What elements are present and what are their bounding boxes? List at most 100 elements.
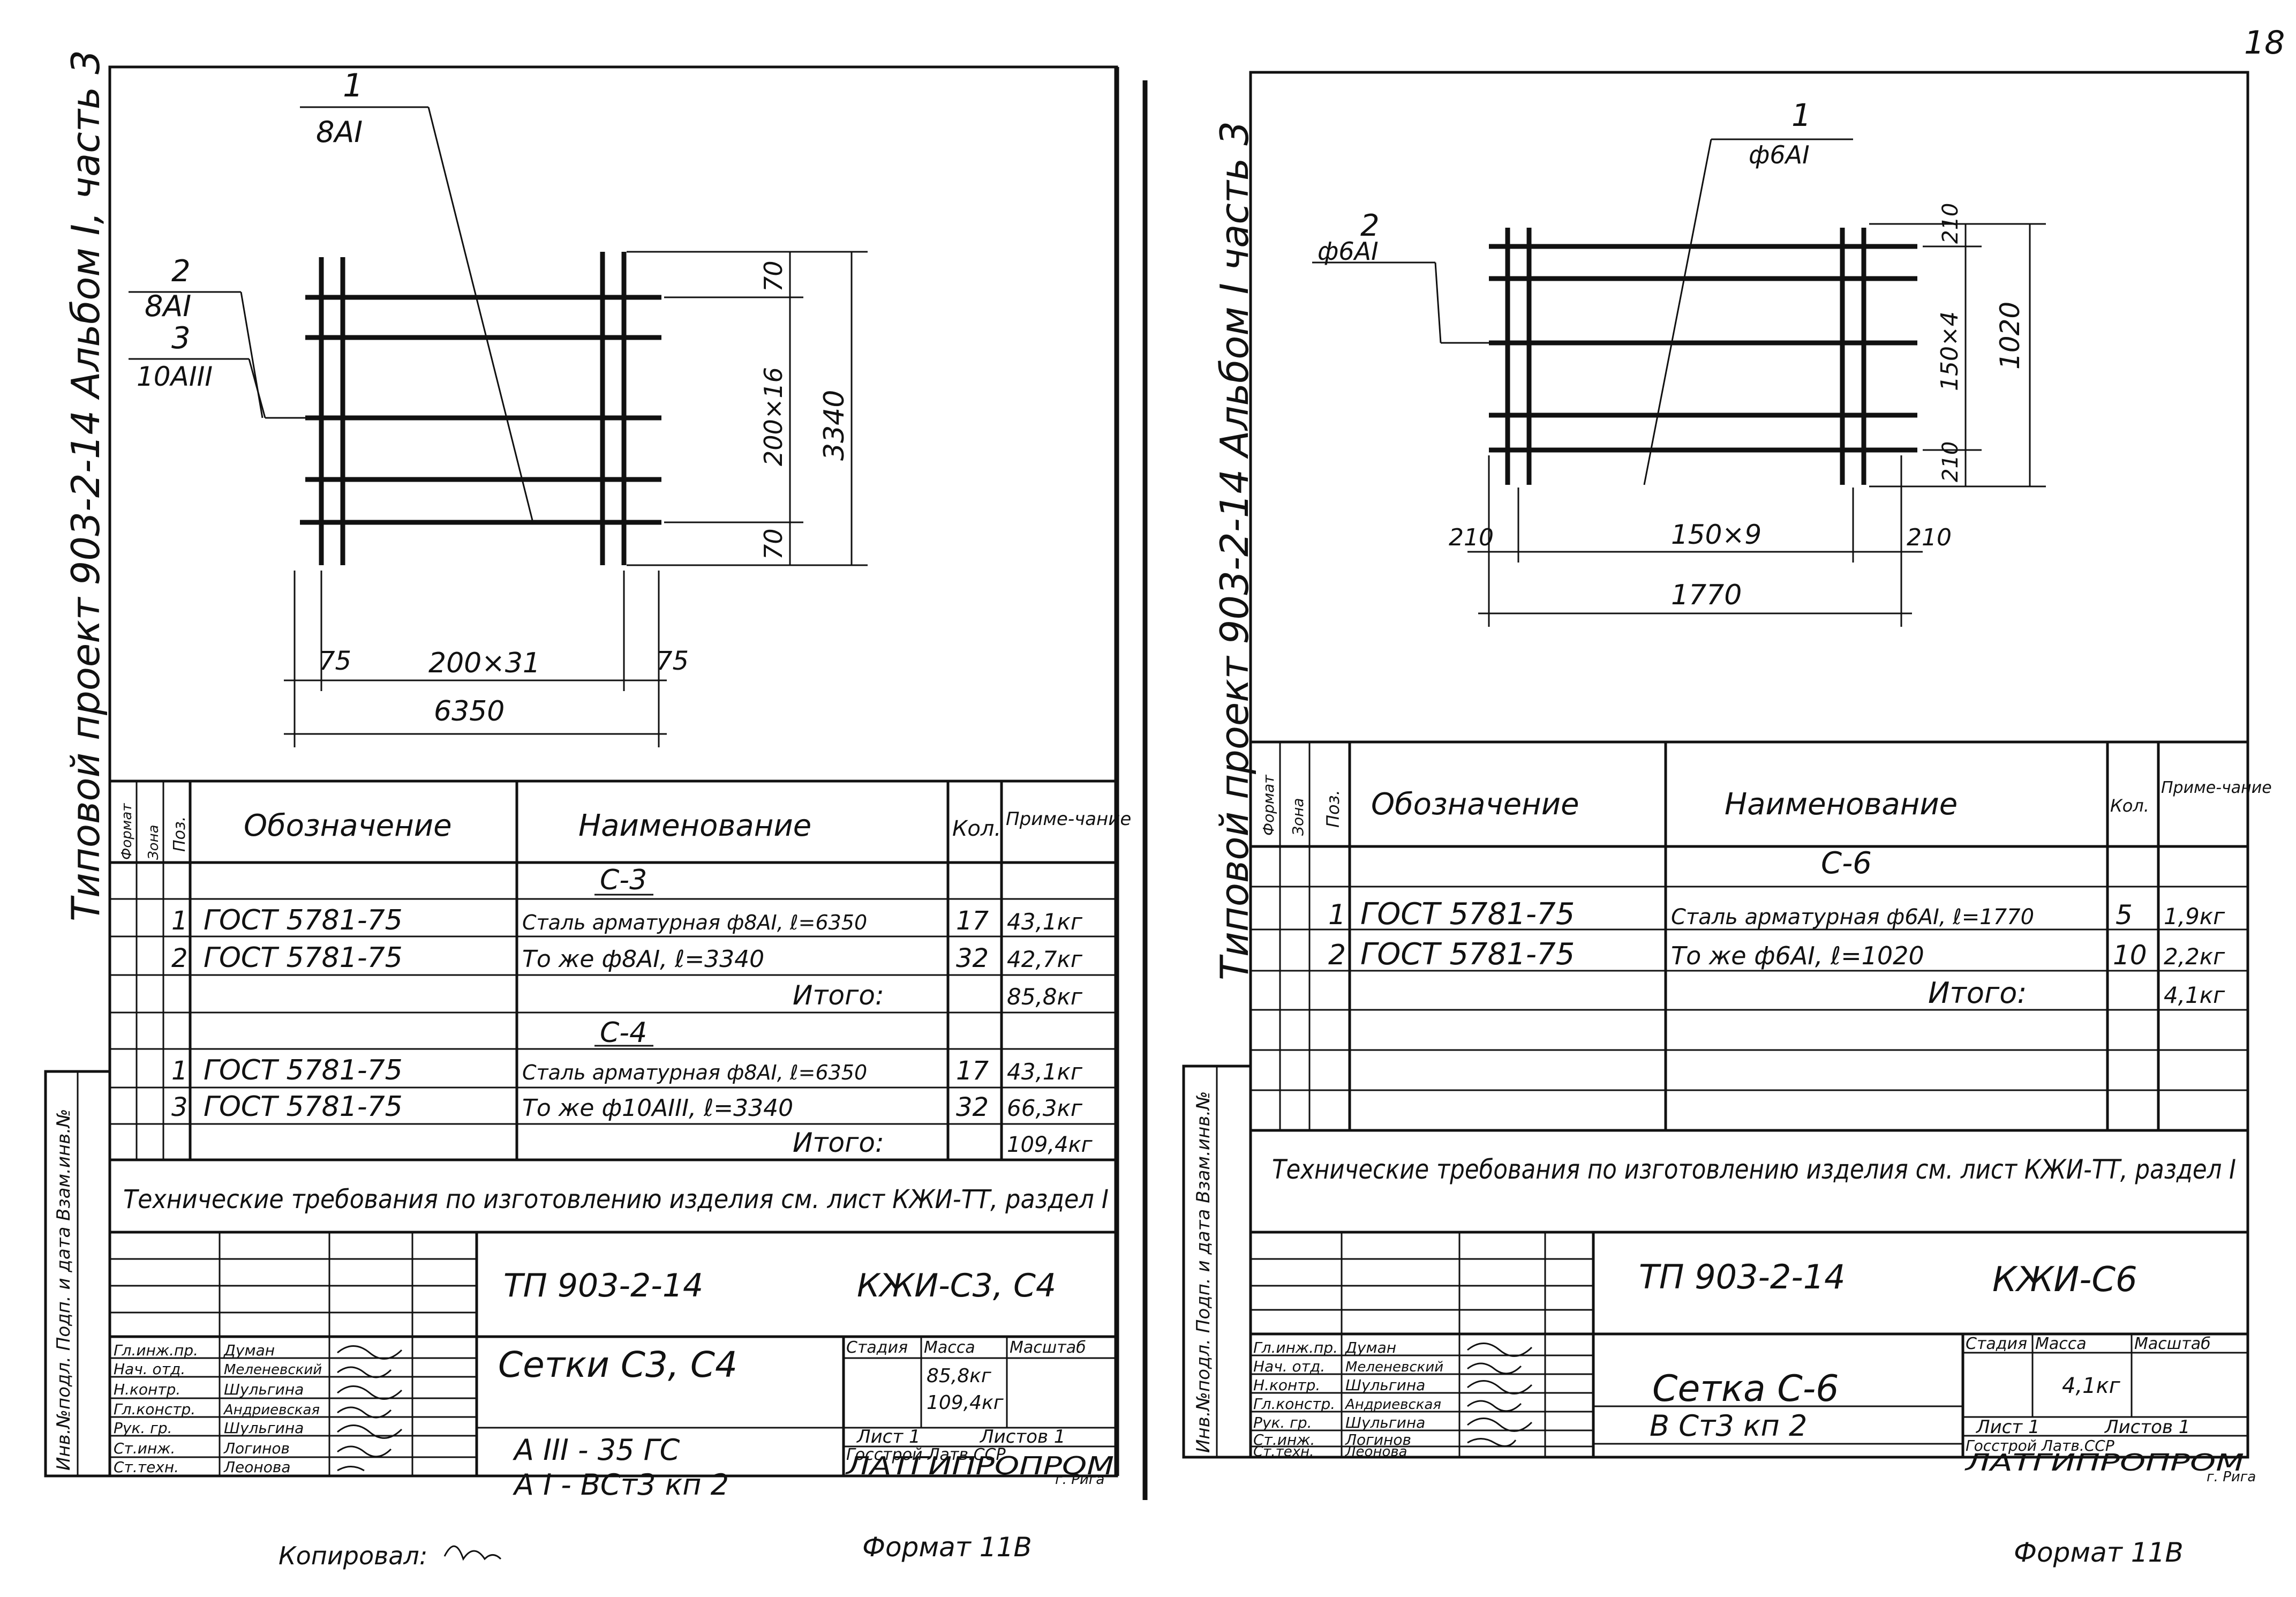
right-side-title: Типовой проект 903-2-14 Альбом I часть 3	[1212, 121, 1257, 980]
left-tb-name-2: Меленевский	[224, 1362, 322, 1378]
right-tb-name-6: Логинов	[1345, 1431, 1411, 1449]
right-row2-name: То же ф6AI, ℓ=1020	[1671, 941, 1924, 970]
left-tb-role-7: Ст.техн.	[114, 1458, 179, 1476]
left-group1: С-3	[600, 864, 647, 896]
right-row1-designation: ГОСТ 5781-75	[1360, 897, 1575, 932]
right-dim-210-bot: 210	[1938, 441, 1963, 482]
left-row4-qty: 32	[956, 1092, 989, 1122]
left-tb-role-4: Гл.констр.	[114, 1400, 195, 1418]
left-dim-75-left: 75	[319, 646, 351, 676]
right-row1-name: Сталь арматурная ф6AI, ℓ=1770	[1671, 905, 2034, 929]
left-row4-note: 66,3кг	[1007, 1095, 1083, 1121]
left-tb-org1: Госстрой Латв.ССР	[846, 1445, 1006, 1464]
left-dim-total-h: 3340	[818, 390, 850, 461]
right-th-pos: Поз.	[1323, 790, 1343, 828]
right-signatures	[1467, 1343, 1533, 1447]
left-tb-role-3: Н.контр.	[114, 1381, 180, 1398]
left-tb-material2: A I - ВСт3 кп 2	[513, 1468, 729, 1502]
left-tb-name-4: Андриевская	[223, 1402, 320, 1418]
right-mesh-drawing: 1 ф6AI 2 ф6AI 210 150×4 210 1020 210 150…	[1312, 97, 2046, 627]
left-th-qty: Кол.	[952, 816, 1001, 841]
right-dim-horiz-mid: 150×9	[1671, 519, 1761, 550]
right-row1-note: 1,9кг	[2164, 903, 2225, 929]
left-th-note: Приме-чание	[1006, 808, 1131, 830]
right-pos1-label: ф6AI	[1749, 140, 1810, 169]
left-tb-mass2: 109,4кг	[927, 1392, 1004, 1414]
right-tb-project: ТП 903-2-14	[1639, 1257, 1846, 1296]
right-dim-210-left: 210	[1449, 524, 1494, 551]
left-row3-qty: 17	[956, 1056, 989, 1086]
right-dim-210-right: 210	[1907, 524, 1952, 551]
right-tb-sheets: Листов 1	[2104, 1416, 2190, 1438]
left-tb-role-6: Ст.инж.	[114, 1439, 175, 1457]
left-dim-total-w: 6350	[434, 695, 505, 728]
left-total1-label: Итого:	[793, 980, 884, 1011]
right-tb-org2: ЛАТГИПРОПРОМ	[1964, 1449, 2244, 1476]
right-dim-total-w: 1770	[1671, 579, 1742, 611]
right-th-zone: Зона	[1289, 798, 1307, 836]
right-dim-vert-mid: 150×4	[1936, 311, 1963, 391]
right-tb-org1: Госстрой Латв.ССР	[1966, 1437, 2114, 1454]
left-requirements: Технические требования по изготовлению и…	[123, 1184, 1109, 1214]
right-dim-210-top: 210	[1938, 203, 1963, 244]
right-tb-role-3: Н.контр.	[1253, 1376, 1320, 1394]
left-title-block: ТП 903-2-14 КЖИ-С3, С4 Сетки С3, С4 Стад…	[110, 1231, 1117, 1502]
left-tb-stage: Стадия	[846, 1338, 908, 1357]
right-tb-code: КЖИ-С6	[1992, 1260, 2137, 1300]
left-row3-name: Сталь арматурная ф8AI, ℓ=6350	[522, 1061, 867, 1084]
right-tb-name: Сетка С-6	[1652, 1368, 1839, 1410]
right-total1-label: Итого:	[1928, 976, 2027, 1010]
left-total1-value: 85,8кг	[1007, 984, 1083, 1010]
right-total1-value: 4,1кг	[2164, 982, 2225, 1008]
right-tb-mass: Масса	[2035, 1334, 2087, 1353]
left-tb-sheets: Листов 1	[979, 1426, 1065, 1448]
right-requirements: Технические требования по изготовлению и…	[1272, 1154, 2236, 1185]
right-th-qty: Кол.	[2110, 796, 2149, 816]
left-total2-value: 109,4кг	[1007, 1133, 1093, 1157]
left-dim-horiz-mid: 200×31	[428, 647, 540, 679]
copied-signature	[443, 1545, 502, 1561]
left-tb-mass: Масса	[924, 1338, 975, 1357]
left-row1-pos: 1	[171, 906, 188, 936]
left-row2-qty: 32	[956, 943, 989, 973]
left-tb-role-1: Гл.инж.пр.	[114, 1341, 198, 1359]
right-tb-city: г. Рига	[2207, 1469, 2256, 1485]
left-pos1-label: 8AI	[316, 115, 363, 149]
left-format: Формат 11В	[862, 1532, 1032, 1563]
right-pos1-num: 1	[1791, 97, 1811, 133]
left-dim-70-top: 70	[759, 260, 788, 292]
left-row1-qty: 17	[956, 906, 989, 936]
right-row2-designation: ГОСТ 5781-75	[1360, 937, 1575, 972]
right-row1-pos: 1	[1328, 899, 1346, 931]
right-tb-role-5: Рук. гр.	[1253, 1414, 1312, 1431]
left-dim-70-bot: 70	[759, 528, 788, 560]
right-tb-name-7: Леонова	[1345, 1444, 1407, 1460]
left-tb-name-3: Шульгина	[224, 1381, 304, 1398]
right-row2-qty: 10	[2113, 940, 2147, 971]
left-signatures	[337, 1345, 403, 1472]
right-row2-note: 2,2кг	[2164, 943, 2225, 970]
left-row2-name: То же ф8AI, ℓ=3340	[522, 946, 764, 973]
left-row1-name: Сталь арматурная ф8AI, ℓ=6350	[522, 911, 867, 934]
left-row1-designation: ГОСТ 5781-75	[204, 904, 403, 936]
right-dim-total-h: 1020	[1994, 302, 2026, 370]
right-pos2-num: 2	[1360, 208, 1380, 243]
right-spec-table: Формат Зона Поз. Обозначение Наименовани…	[1251, 740, 2272, 1132]
left-side-stamp-text: Инв.№подл. Подп. и дата Взам.инв.№	[53, 1109, 74, 1471]
left-row3-note: 43,1кг	[1007, 1059, 1083, 1085]
right-tb-scale: Масштаб	[2134, 1334, 2211, 1353]
right-title-block: ТП 903-2-14 КЖИ-С6 Сетка С-6 Стадия Масс…	[1251, 1231, 2256, 1485]
right-sheet: Типовой проект 903-2-14 Альбом I часть 3…	[1182, 71, 2272, 1568]
left-tb-role-5: Рук. гр.	[114, 1419, 172, 1437]
left-th-pos: Поз.	[170, 816, 189, 852]
right-pos2-label: ф6AI	[1318, 237, 1379, 266]
right-row2-pos: 2	[1328, 939, 1346, 971]
right-th-format: Формат	[1260, 775, 1277, 836]
left-pos3-label: 10AIII	[137, 361, 213, 392]
right-tb-name-3: Шульгина	[1345, 1376, 1425, 1394]
left-pos2-label: 8AI	[145, 289, 191, 323]
left-tb-mass1: 85,8кг	[927, 1365, 992, 1387]
left-th-zone: Зона	[146, 824, 162, 860]
right-group1: С-6	[1821, 846, 1872, 881]
